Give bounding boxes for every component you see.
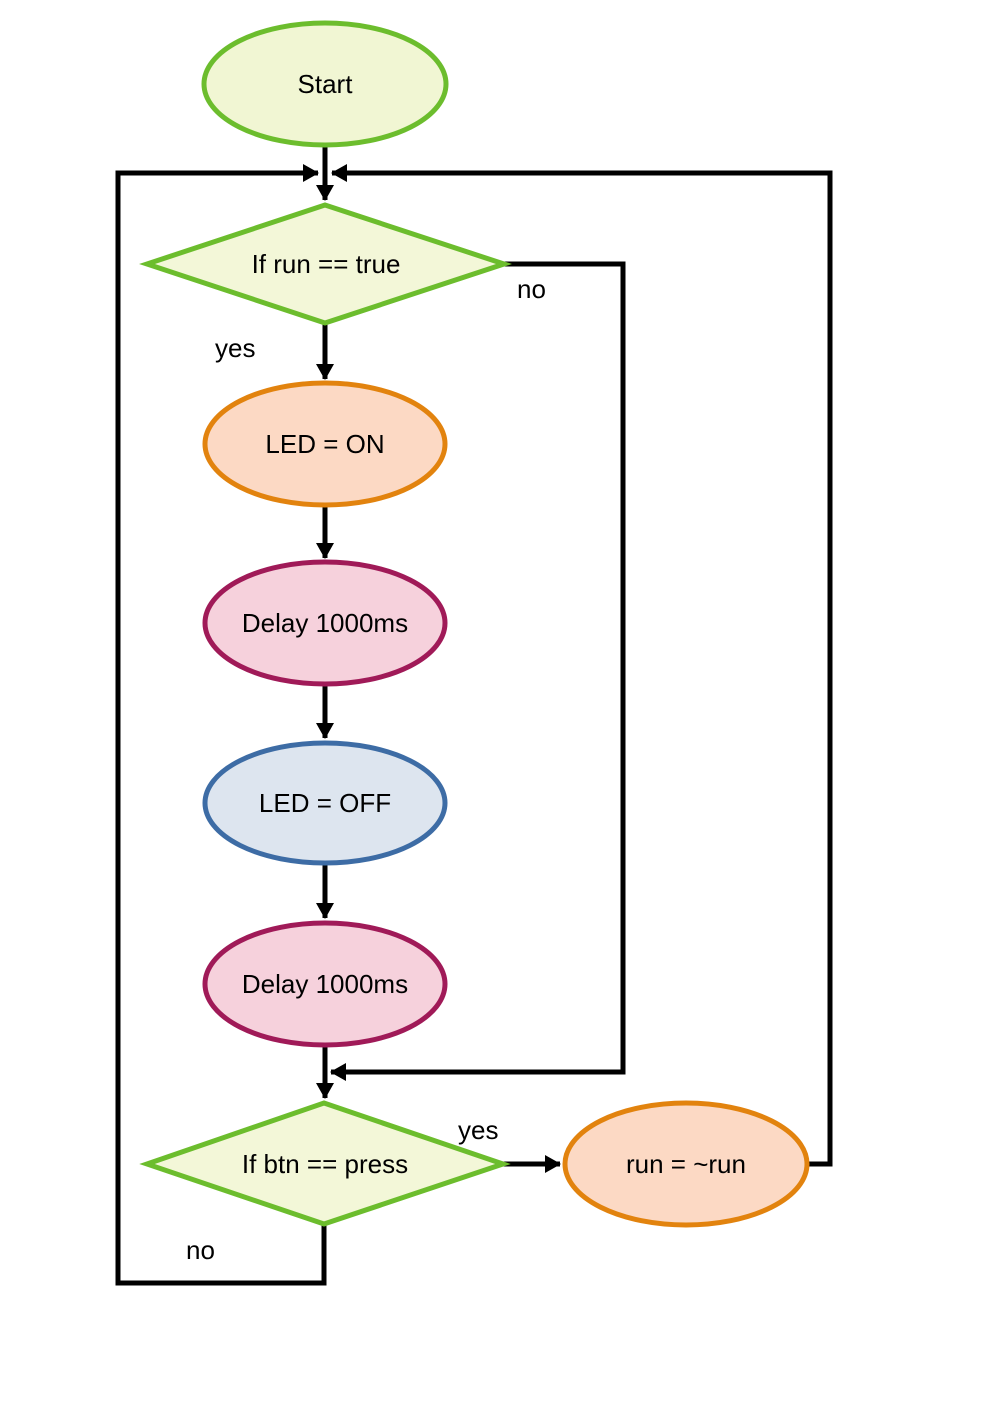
node-check-btn: If btn == press: [139, 1100, 511, 1227]
start-label: Start: [298, 69, 354, 99]
node-start: Start: [201, 20, 449, 148]
led-off-label: LED = OFF: [259, 788, 391, 818]
start-shape: [201, 20, 449, 148]
node-toggle-run: run = ~run: [562, 1100, 810, 1228]
toggle-run-shape: [562, 1100, 810, 1228]
check-run-yes-label: yes: [215, 333, 255, 363]
node-led-on: LED = ON: [202, 380, 448, 508]
edge-check-btn-no-loop: [115, 164, 327, 1286]
check-btn-label: If btn == press: [242, 1149, 408, 1179]
edge-check-run-no: [330, 261, 626, 1081]
led-off-shape: [202, 740, 448, 866]
toggle-run-label: run = ~run: [626, 1149, 746, 1179]
delay1-shape: [202, 559, 448, 687]
node-check-run: If run == true: [139, 202, 512, 326]
node-delay2: Delay 1000ms: [202, 920, 448, 1048]
node-led-off: LED = OFF: [202, 740, 448, 866]
delay1-label: Delay 1000ms: [242, 608, 408, 638]
delay2-shape: [202, 920, 448, 1048]
delay2-label: Delay 1000ms: [242, 969, 408, 999]
edge-toggle-run-loop: [331, 164, 833, 1167]
node-delay1: Delay 1000ms: [202, 559, 448, 687]
check-run-shape: [139, 202, 512, 326]
led-on-shape: [202, 380, 448, 508]
check-run-label: If run == true: [252, 249, 401, 279]
edge-labels: yes no yes no: [186, 274, 546, 1265]
check-btn-shape: [139, 1100, 511, 1227]
edges: [115, 143, 833, 1286]
nodes: Start If run == true LED = ON Delay 1000…: [139, 20, 810, 1228]
check-btn-yes-label: yes: [458, 1115, 498, 1145]
check-run-no-label: no: [517, 274, 546, 304]
led-on-label: LED = ON: [265, 429, 384, 459]
check-btn-no-label: no: [186, 1235, 215, 1265]
